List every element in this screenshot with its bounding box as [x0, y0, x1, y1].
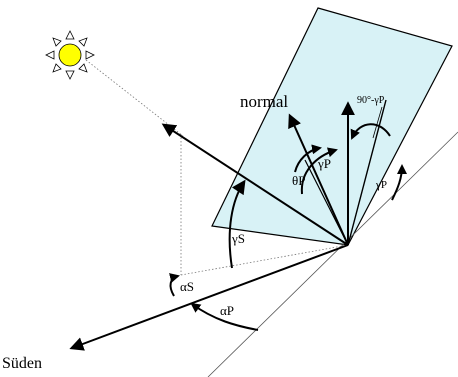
projection-horizontal — [180, 244, 349, 276]
gamma-p-inner-label: γP — [317, 156, 331, 171]
complement-pointer — [372, 106, 383, 139]
gamma-p-right-label: γP — [375, 179, 387, 191]
complement-arc — [350, 123, 391, 140]
south-label: Süden — [2, 355, 42, 372]
ground-line — [207, 131, 458, 377]
alpha-p-arc — [190, 302, 259, 331]
alpha-s-label: αS — [180, 279, 194, 294]
gamma-p-arc-right — [391, 164, 407, 201]
complement-angle-label: 90°-γP — [357, 95, 385, 106]
alpha-p-label: αP — [220, 303, 234, 318]
gamma-s-arc — [228, 179, 246, 269]
gamma-s-label: γS — [231, 231, 245, 246]
sun-ray-line — [85, 59, 184, 137]
projection-arrow — [304, 159, 349, 246]
panel-edge-arrow — [347, 99, 387, 246]
south-arrow — [69, 244, 349, 351]
gamma-p-arc-inner — [294, 144, 322, 173]
sun-icon — [45, 30, 95, 80]
normal-label: normal — [240, 92, 288, 111]
sun-vector-arrow — [161, 123, 349, 246]
theta-p-arc — [300, 147, 338, 195]
alpha-s-arc — [169, 273, 180, 297]
theta-p-label: θP — [292, 173, 305, 188]
normal-arrow — [288, 113, 349, 246]
